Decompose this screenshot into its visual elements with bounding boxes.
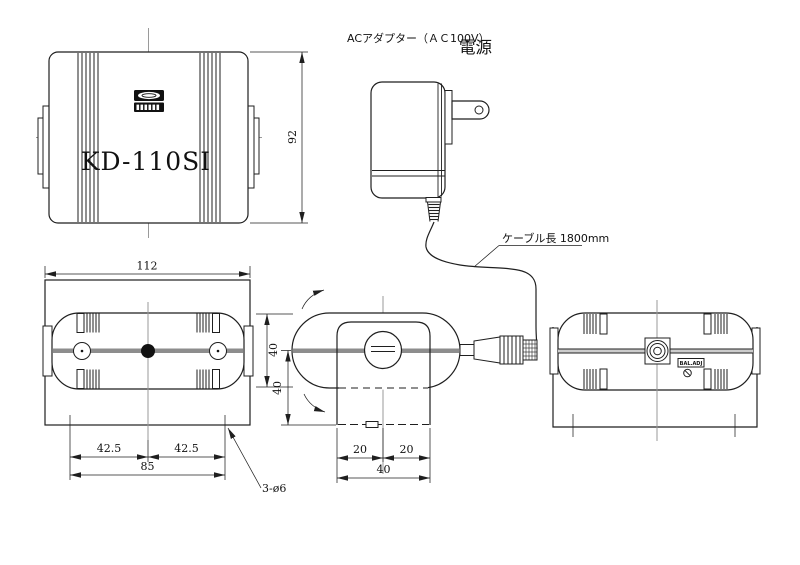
rotate-arrow-down [303,393,326,413]
dc-jack [644,337,671,365]
balance-adjust: BAL.ADJ [677,358,705,378]
model-label: KD-110SI [81,147,211,176]
cable-length-callout: ケーブル長 1800mm [473,231,609,268]
rear-left-tab [549,327,559,375]
bracket-notch [365,421,379,428]
top-left-tab [42,325,53,377]
dim-42-5-right: 42.5 [174,442,199,455]
dim-20-left: 20 [353,443,367,456]
top-dim-pitch: 42.5 42.5 [69,436,226,480]
dim-20-right: 20 [400,443,414,456]
cable-length-label: ケーブル長 1800mm [502,231,609,245]
power-cable [425,221,538,350]
front-right-tab [247,105,260,189]
plug-blade-hole [474,105,484,115]
front-rib-band-right [199,53,221,222]
front-rib-band-left [77,53,99,222]
output-port [363,330,403,370]
dim-42-5-left: 42.5 [97,442,122,455]
dim-112: 112 [137,260,158,273]
adapter-body [370,81,446,199]
dim-85: 85 [141,460,155,473]
top-dim-width: 112 [44,260,251,278]
side-dim-bottom: 20 20 40 [336,428,431,483]
dim-92: 92 [286,130,299,144]
dim-40-bracket: 40 [377,463,391,476]
plug-blade [451,100,490,120]
front-body [48,51,249,224]
rotate-arrow-up [301,289,325,310]
bal-adj-label: BAL.ADJ [680,361,703,367]
center-pivot [141,344,155,358]
dim-40-body: 40 [267,343,280,357]
power-title: 電源 [459,38,492,57]
adapter-label: ACアダプター（ＡＣ100V） [347,31,490,45]
front-dim-height: 92 [250,51,308,224]
ac-adapter-view: ACアダプター（ＡＣ100V） 電源 ケーブル長 1800mm [347,31,609,350]
brand-logo [134,90,164,112]
strain-relief [425,197,442,222]
top-right-tab [243,325,254,377]
mounting-bracket [336,321,431,428]
holes-callout: 3-ø6 [227,427,286,495]
rear-view: BAL.ADJ [549,300,761,441]
plug-mount [444,90,453,145]
holes-label: 3-ø6 [262,482,286,495]
front-view: KD-110SI 92 [36,28,308,238]
dim-40-mount: 40 [271,381,284,395]
dc-plug [459,335,538,365]
front-left-tab [37,105,50,189]
dc-plug-tip [459,344,475,356]
side-view: 40 40 [256,289,538,483]
top-rib-clusters [76,313,220,389]
dc-plug-knurl [522,339,538,361]
top-view: 112 42.5 42.5 85 3-ø6 [42,260,286,495]
rear-rib-clusters [583,313,728,390]
top-dim-span: 85 [69,460,225,480]
side-dim-mount-height: 40 [271,350,336,426]
